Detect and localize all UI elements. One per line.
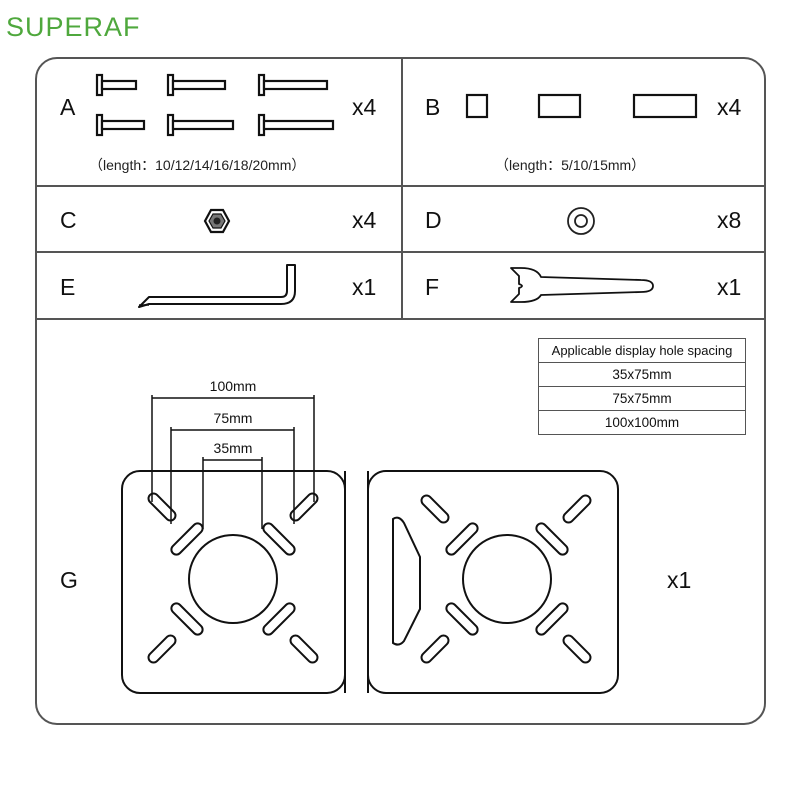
hole-spacing-table: Applicable display hole spacing 35x75mm … [538, 338, 746, 435]
row-divider [37, 318, 764, 320]
section-f-letter: F [425, 274, 440, 300]
section-g-letter: G [60, 567, 78, 593]
section-b-length-note: （length：5/10/15mm） [495, 157, 646, 173]
section-b-letter: B [425, 94, 441, 120]
row-divider [37, 251, 764, 253]
hole-spacing-row: 100x100mm [538, 410, 746, 435]
section-a-letter: A [60, 94, 76, 120]
brand-logo: SUPERAF [6, 12, 141, 42]
section-d-quantity: x8 [717, 207, 742, 233]
dimension-100mm: 100mm [210, 378, 257, 394]
dimension-75mm: 75mm [214, 410, 253, 426]
dimension-35mm: 35mm [214, 440, 253, 456]
wrench-icon [510, 267, 654, 303]
adapter-plate-icon: 100mm 75mm 35mm [121, 378, 619, 694]
section-b-quantity: x4 [717, 94, 742, 120]
column-divider [401, 59, 403, 320]
section-g-quantity: x1 [667, 567, 692, 593]
spacers-icon [465, 93, 698, 119]
allen-key-icon [138, 264, 296, 308]
washer-icon [567, 207, 595, 235]
section-c-letter: C [60, 207, 77, 233]
row-divider [37, 185, 764, 187]
parts-list-frame: A x4 （length：10/12/14/16/18/20mm） B x4 （… [35, 57, 766, 725]
section-a-length-note: （length：10/12/14/16/18/20mm） [89, 157, 306, 173]
section-a-quantity: x4 [352, 94, 377, 120]
section-f-quantity: x1 [717, 274, 742, 300]
hex-nut-icon [203, 208, 231, 234]
section-e-quantity: x1 [352, 274, 377, 300]
section-c-quantity: x4 [352, 207, 377, 233]
screws-icon [95, 73, 335, 137]
section-d-letter: D [425, 207, 442, 233]
section-e-letter: E [60, 274, 76, 300]
